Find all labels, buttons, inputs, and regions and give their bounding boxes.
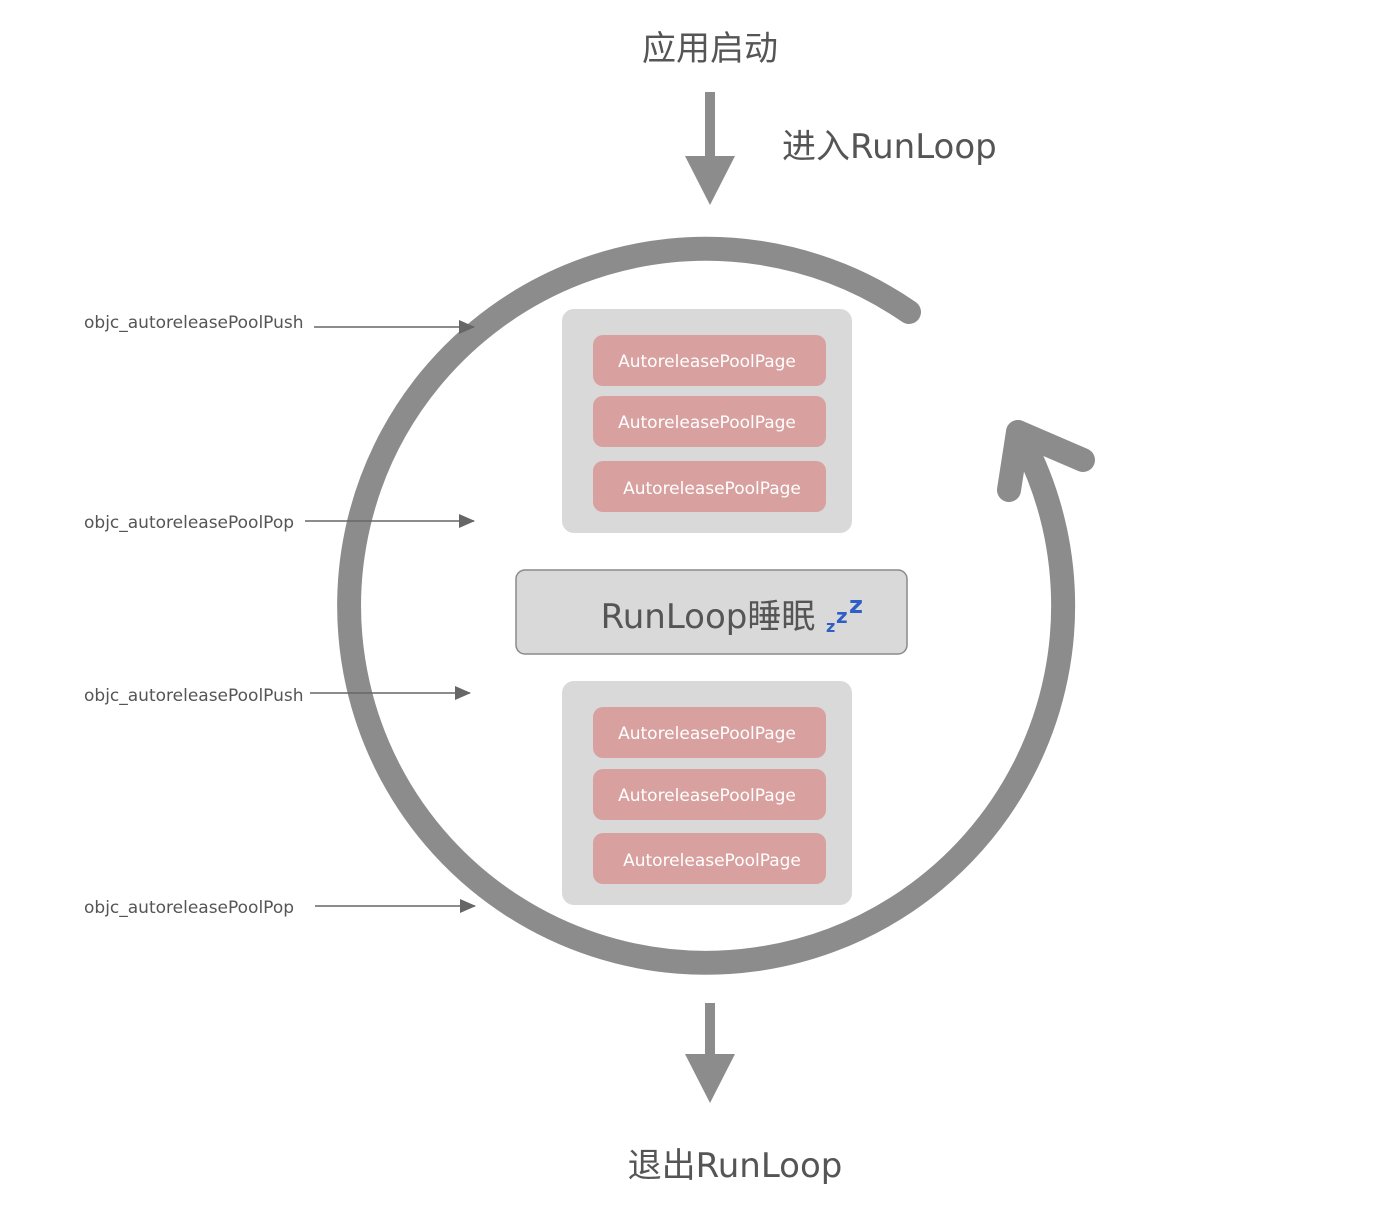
svg-text:z: z bbox=[849, 591, 863, 619]
enter-runloop-label: 进入RunLoop bbox=[782, 127, 997, 167]
page-label: AutoreleasePoolPage bbox=[618, 413, 796, 433]
runloop-cycle-arc bbox=[337, 236, 1076, 975]
push-call-1: objc_autoreleasePoolPush bbox=[84, 313, 475, 334]
autorelease-pool-page: AutoreleasePoolPage bbox=[593, 461, 826, 512]
svg-text:z: z bbox=[836, 604, 848, 628]
autorelease-push-label: objc_autoreleasePoolPush bbox=[84, 313, 304, 333]
zzz-sleep-icon: z z z bbox=[826, 591, 863, 636]
autorelease-push-label: objc_autoreleasePoolPush bbox=[84, 686, 304, 706]
push-call-2: objc_autoreleasePoolPush bbox=[84, 686, 471, 706]
page-label: AutoreleasePoolPage bbox=[618, 352, 796, 372]
enter-arrow bbox=[685, 92, 735, 205]
exit-arrow bbox=[685, 1003, 735, 1103]
page-label: AutoreleasePoolPage bbox=[623, 851, 801, 871]
page-label: AutoreleasePoolPage bbox=[618, 724, 796, 744]
bottom-autorelease-pool: AutoreleasePoolPage AutoreleasePoolPage … bbox=[562, 681, 852, 905]
runloop-cycle-arrowhead bbox=[997, 420, 1095, 502]
autorelease-pool-page: AutoreleasePoolPage bbox=[593, 335, 826, 386]
page-label: AutoreleasePoolPage bbox=[623, 479, 801, 499]
autorelease-pop-label: objc_autoreleasePoolPop bbox=[84, 898, 294, 918]
runloop-sleep-box: RunLoop睡眠 z z z bbox=[515, 569, 908, 655]
svg-text:z: z bbox=[826, 617, 835, 636]
autorelease-pool-page: AutoreleasePoolPage bbox=[593, 396, 826, 447]
pop-call-1: objc_autoreleasePoolPop bbox=[84, 513, 475, 533]
autorelease-pop-label: objc_autoreleasePoolPop bbox=[84, 513, 294, 533]
autorelease-pool-page: AutoreleasePoolPage bbox=[593, 707, 826, 758]
app-start-title: 应用启动 bbox=[642, 29, 778, 69]
pop-call-2: objc_autoreleasePoolPop bbox=[84, 898, 476, 918]
autorelease-pool-page: AutoreleasePoolPage bbox=[593, 833, 826, 884]
top-autorelease-pool: AutoreleasePoolPage AutoreleasePoolPage … bbox=[562, 309, 852, 533]
runloop-sleep-label: RunLoop睡眠 bbox=[601, 597, 816, 637]
autorelease-pool-page: AutoreleasePoolPage bbox=[593, 769, 826, 820]
exit-runloop-label: 退出RunLoop bbox=[628, 1146, 843, 1186]
page-label: AutoreleasePoolPage bbox=[618, 786, 796, 806]
